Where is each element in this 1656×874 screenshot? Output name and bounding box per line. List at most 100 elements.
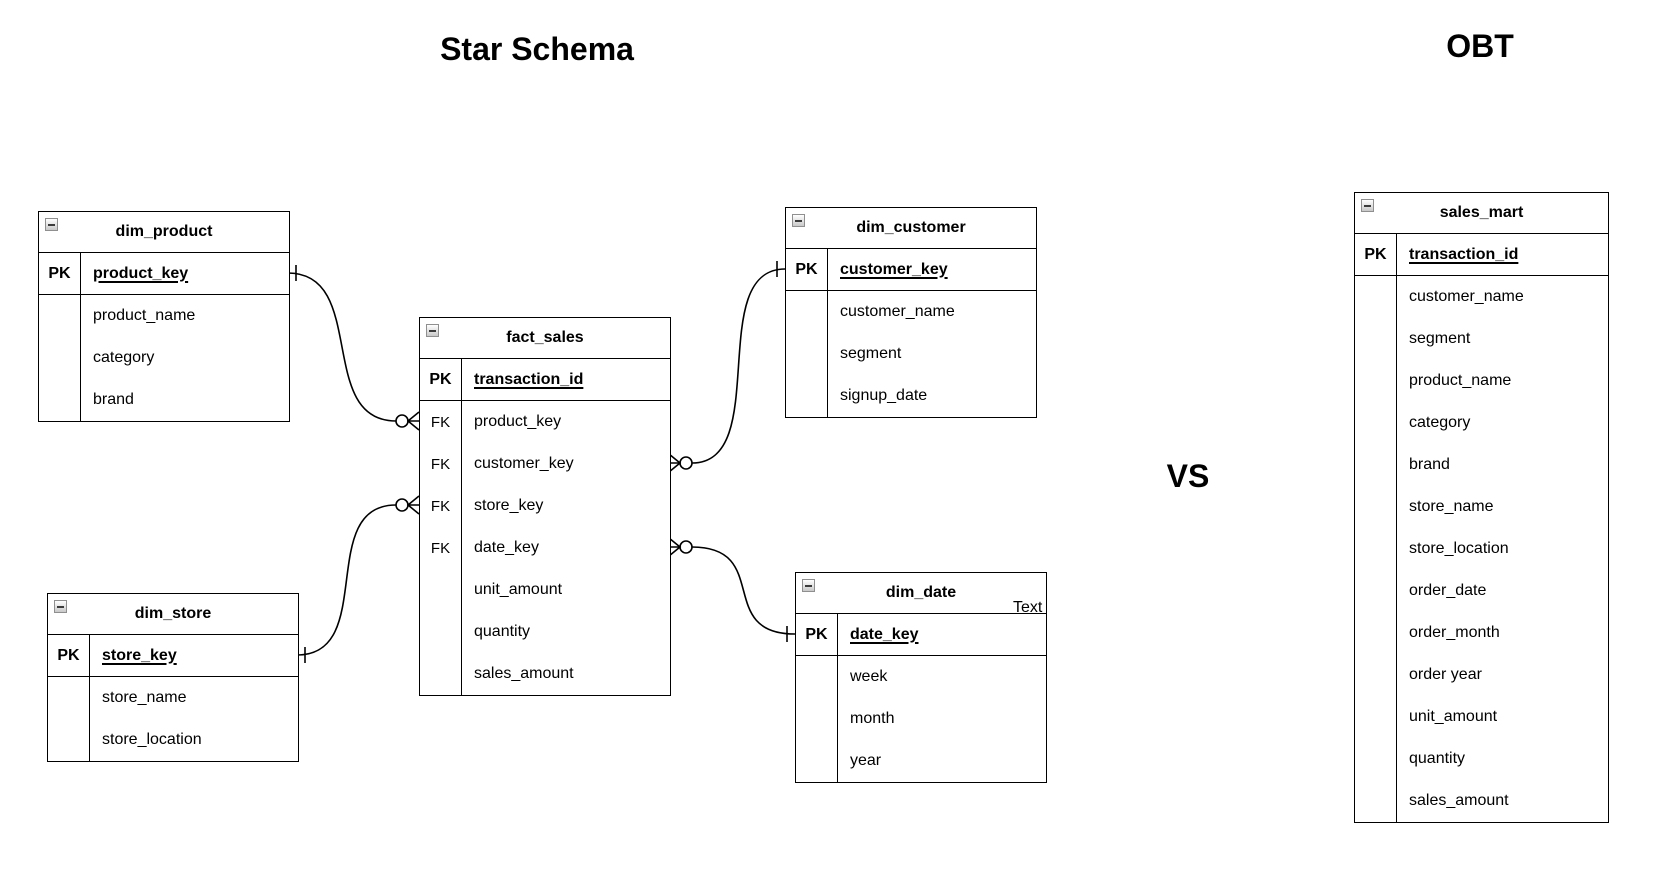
collapse-icon[interactable] — [45, 218, 58, 231]
table-name-label: dim_date — [885, 584, 957, 601]
pk-key-badge: PK — [1355, 234, 1397, 275]
key-cell-empty — [1355, 318, 1397, 360]
field-label: product_key — [474, 413, 562, 430]
collapse-icon[interactable] — [802, 579, 815, 592]
collapse-icon[interactable] — [54, 600, 67, 613]
attribute-row-customer_name: customer_name — [786, 291, 1036, 333]
key-cell-empty — [420, 569, 462, 611]
key-cell-empty — [1355, 276, 1397, 318]
fk-key-badge: FK — [420, 401, 462, 443]
key-cell-empty — [796, 656, 838, 698]
relationship-line — [691, 268, 786, 464]
field-label: week — [850, 668, 888, 685]
key-cell-empty — [1355, 696, 1397, 738]
field-label: quantity — [474, 623, 531, 640]
key-cell-empty — [1355, 612, 1397, 654]
pk-field-label: transaction_id — [1409, 245, 1519, 263]
attribute-row-month: month — [796, 698, 1046, 740]
field-label: customer_name — [840, 303, 955, 320]
table-header: dim_customer — [786, 208, 1036, 249]
zero-circle-icon — [395, 498, 409, 512]
collapse-icon[interactable] — [426, 324, 439, 337]
attribute-row-segment: segment — [786, 333, 1036, 375]
attribute-row-unit_amount: unit_amount — [1355, 696, 1608, 738]
attribute-row-product_name: product_name — [1355, 360, 1608, 402]
field-label: quantity — [1409, 750, 1466, 767]
pk-key-badge: PK — [39, 253, 81, 294]
attribute-row-quantity: quantity — [420, 611, 670, 653]
attribute-row-order_year: order year — [1355, 654, 1608, 696]
relationship-dim_date-fact_sales[interactable] — [668, 537, 796, 642]
table-header: sales_mart — [1355, 193, 1608, 234]
field-label: category — [1409, 414, 1471, 431]
key-cell-empty — [786, 375, 828, 417]
attribute-row-unit_amount: unit_amount — [420, 569, 670, 611]
table-name-label: dim_customer — [856, 219, 966, 236]
attribute-row-order_date: order_date — [1355, 570, 1608, 612]
relationship-dim_product-fact_sales[interactable] — [287, 265, 420, 431]
pk-key-badge: PK — [48, 635, 90, 676]
pk-row: PK store_key — [48, 635, 298, 677]
key-cell-empty — [1355, 738, 1397, 780]
pk-key-badge: PK — [420, 359, 462, 400]
key-cell-empty — [420, 611, 462, 653]
pk-row: PK transaction_id — [1355, 234, 1608, 276]
fk-key-badge: FK — [420, 485, 462, 527]
crow-foot-many-icon — [406, 411, 420, 431]
attribute-row-segment: segment — [1355, 318, 1608, 360]
field-label: product_name — [1409, 372, 1512, 389]
attribute-row-brand: brand — [39, 379, 289, 421]
attribute-row-brand: brand — [1355, 444, 1608, 486]
key-cell-empty — [1355, 486, 1397, 528]
relationship-line — [691, 546, 796, 635]
key-cell-empty — [1355, 654, 1397, 696]
key-cell-empty — [1355, 570, 1397, 612]
key-cell-empty — [1355, 402, 1397, 444]
field-label: segment — [840, 345, 902, 362]
pk-field-label: customer_key — [840, 260, 948, 278]
vs-label: VS — [1166, 458, 1210, 494]
pk-field-label: store_key — [102, 646, 177, 664]
key-cell-empty — [1355, 360, 1397, 402]
relationship-line — [296, 504, 397, 656]
field-label: unit_amount — [1409, 708, 1498, 725]
key-cell-empty — [48, 677, 90, 719]
field-label: signup_date — [840, 387, 928, 404]
key-cell-empty — [420, 653, 462, 695]
field-label: sales_amount — [474, 665, 574, 682]
pk-key-badge: PK — [796, 614, 838, 655]
attribute-row-order_month: order_month — [1355, 612, 1608, 654]
table-name-label: dim_store — [134, 605, 212, 622]
attribute-row-product_name: product_name — [39, 295, 289, 337]
field-label: order_month — [1409, 624, 1500, 641]
attribute-row-signup_date: signup_date — [786, 375, 1036, 417]
key-cell-empty — [39, 379, 81, 421]
pk-field-label: transaction_id — [474, 370, 584, 388]
field-label: sales_amount — [1409, 792, 1509, 809]
collapse-icon[interactable] — [1361, 199, 1374, 212]
relationship-dim_store-fact_sales[interactable] — [296, 495, 420, 663]
attribute-row-store_name: store_name — [48, 677, 298, 719]
crow-foot-many-icon — [406, 495, 420, 515]
field-label: order year — [1409, 666, 1482, 683]
relationship-dim_customer-fact_sales[interactable] — [668, 261, 786, 473]
obt-title: OBT — [1446, 28, 1514, 64]
key-cell-empty — [786, 333, 828, 375]
pk-key-badge: PK — [786, 249, 828, 290]
collapse-icon[interactable] — [792, 214, 805, 227]
key-cell-empty — [48, 719, 90, 761]
attribute-row-store_location: store_location — [1355, 528, 1608, 570]
table-name-label: sales_mart — [1439, 204, 1524, 221]
key-cell-empty — [1355, 780, 1397, 822]
key-cell-empty — [39, 337, 81, 379]
key-cell-empty — [39, 295, 81, 337]
attribute-row-week: week — [796, 656, 1046, 698]
